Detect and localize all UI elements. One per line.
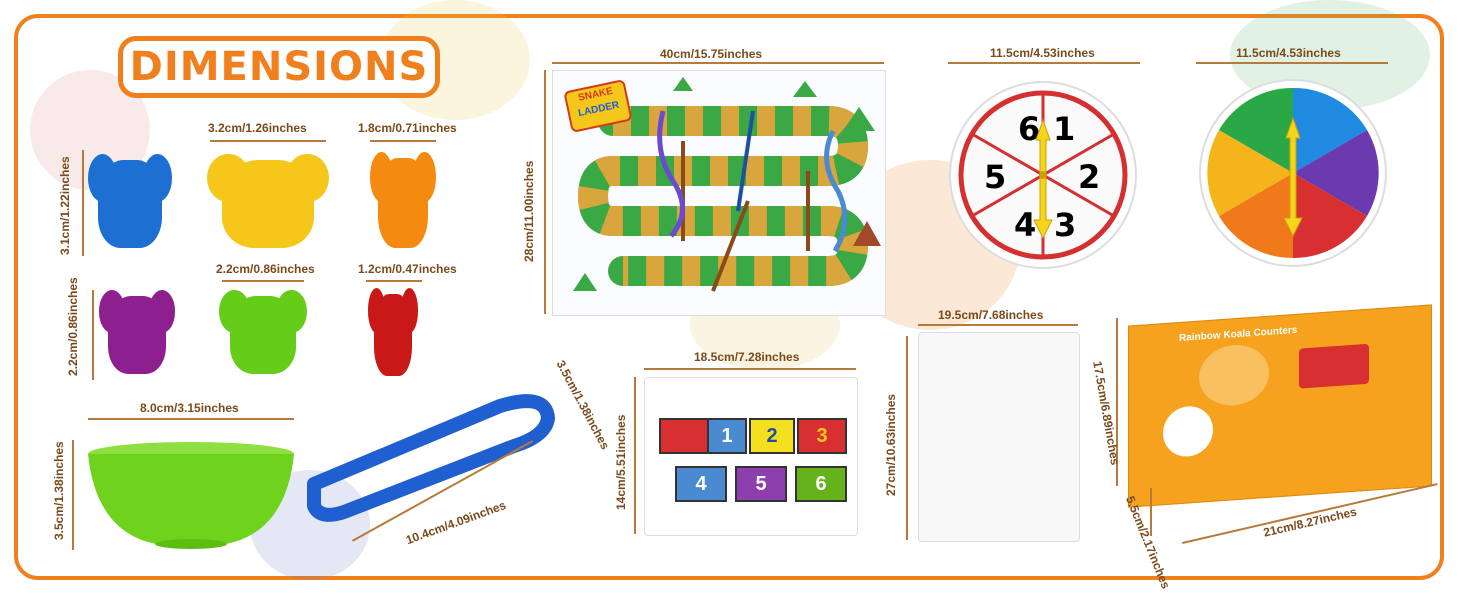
dimension-line [906, 336, 908, 540]
large-counter-width-label: 3.2cm/1.26inches [208, 121, 307, 135]
dimension-line [92, 290, 94, 380]
blue-koala-counter [87, 154, 173, 248]
green-koala-counter [219, 290, 307, 374]
spinner-number: 5 [984, 158, 1006, 196]
bowl-height-label: 3.5cm/1.38inches [52, 441, 66, 540]
dimension-line [634, 377, 636, 534]
dimension-line [82, 150, 84, 256]
purple-koala-counter [98, 290, 176, 374]
card-height-label: 14cm/5.51inches [614, 414, 628, 510]
number-spinner: 6 1 2 3 4 5 [949, 81, 1137, 269]
train-car-5: 5 [735, 466, 787, 502]
spinner-number: 4 [1014, 206, 1036, 244]
dimension-line [544, 70, 546, 314]
box-game-image [1163, 404, 1213, 459]
box-koala-image [1199, 342, 1269, 408]
dimension-line [88, 418, 294, 420]
page-title: DIMENSIONS [129, 44, 429, 90]
train-engine [659, 418, 709, 454]
train-number: 2 [766, 424, 778, 447]
color-spinner-width-label: 11.5cm/4.53inches [1236, 46, 1341, 60]
large-counter-side-label: 1.8cm/0.71inches [358, 121, 457, 135]
train-car-1: 1 [707, 418, 747, 454]
yellow-koala-counter [207, 154, 329, 248]
dimension-line [370, 140, 436, 142]
board-width-label: 40cm/15.75inches [660, 47, 763, 61]
dimensions-title-badge: DIMENSIONS [118, 36, 440, 98]
train-car-4: 4 [675, 466, 727, 502]
dimension-line [1196, 62, 1388, 64]
orange-koala-counter [370, 152, 436, 248]
card-width-label: 18.5cm/7.28inches [694, 350, 800, 364]
board-path [573, 77, 881, 292]
board-height-label: 28cm/11.00inches [522, 160, 536, 262]
red-koala-counter [367, 288, 419, 376]
product-box: Rainbow Koala Counters [1128, 304, 1432, 508]
small-counter-side-label: 1.2cm/0.47inches [358, 262, 457, 276]
dimension-line [366, 280, 422, 282]
box-label: Rainbow Koala Counters [1179, 324, 1298, 345]
train-number-card: 1 2 3 4 5 6 [644, 377, 858, 536]
dimension-line [1150, 488, 1152, 536]
train-car-6: 6 [795, 466, 847, 502]
bag-width-label: 19.5cm/7.68inches [938, 308, 1044, 322]
small-counter-height-label: 2.2cm/0.86inches [66, 277, 80, 376]
dimension-line [644, 368, 856, 370]
dimension-line [222, 280, 304, 282]
train-number: 3 [816, 424, 828, 447]
white-mesh-bag [918, 332, 1080, 542]
large-counter-height-label: 3.1cm/1.22inches [58, 156, 72, 255]
spinner-number: 1 [1053, 110, 1075, 148]
train-number: 1 [721, 424, 733, 447]
blue-tweezers [307, 394, 555, 522]
bowl-width-label: 8.0cm/3.15inches [140, 401, 239, 415]
number-spinner-width-label: 11.5cm/4.53inches [990, 46, 1095, 60]
train-number: 4 [695, 472, 707, 495]
small-counter-width-label: 2.2cm/0.86inches [216, 262, 315, 276]
snake-ladder-board: SNAKE LADDER [552, 70, 886, 316]
spinner-number: 3 [1054, 206, 1076, 244]
dimension-line [210, 140, 326, 142]
train-car-2: 2 [749, 418, 795, 454]
spinner-number: 6 [1018, 110, 1040, 148]
dimension-line [948, 62, 1140, 64]
train-number: 5 [755, 472, 767, 495]
dimension-line [552, 62, 884, 64]
box-train-image [1299, 343, 1369, 389]
color-spinner [1199, 79, 1387, 267]
dimension-line [918, 324, 1078, 326]
dimension-line [72, 440, 74, 550]
green-bowl [88, 442, 294, 549]
bag-height-label: 27cm/10.63inches [884, 393, 898, 496]
spinner-number: 2 [1078, 158, 1100, 196]
train-number: 6 [815, 472, 827, 495]
train-car-3: 3 [797, 418, 847, 454]
